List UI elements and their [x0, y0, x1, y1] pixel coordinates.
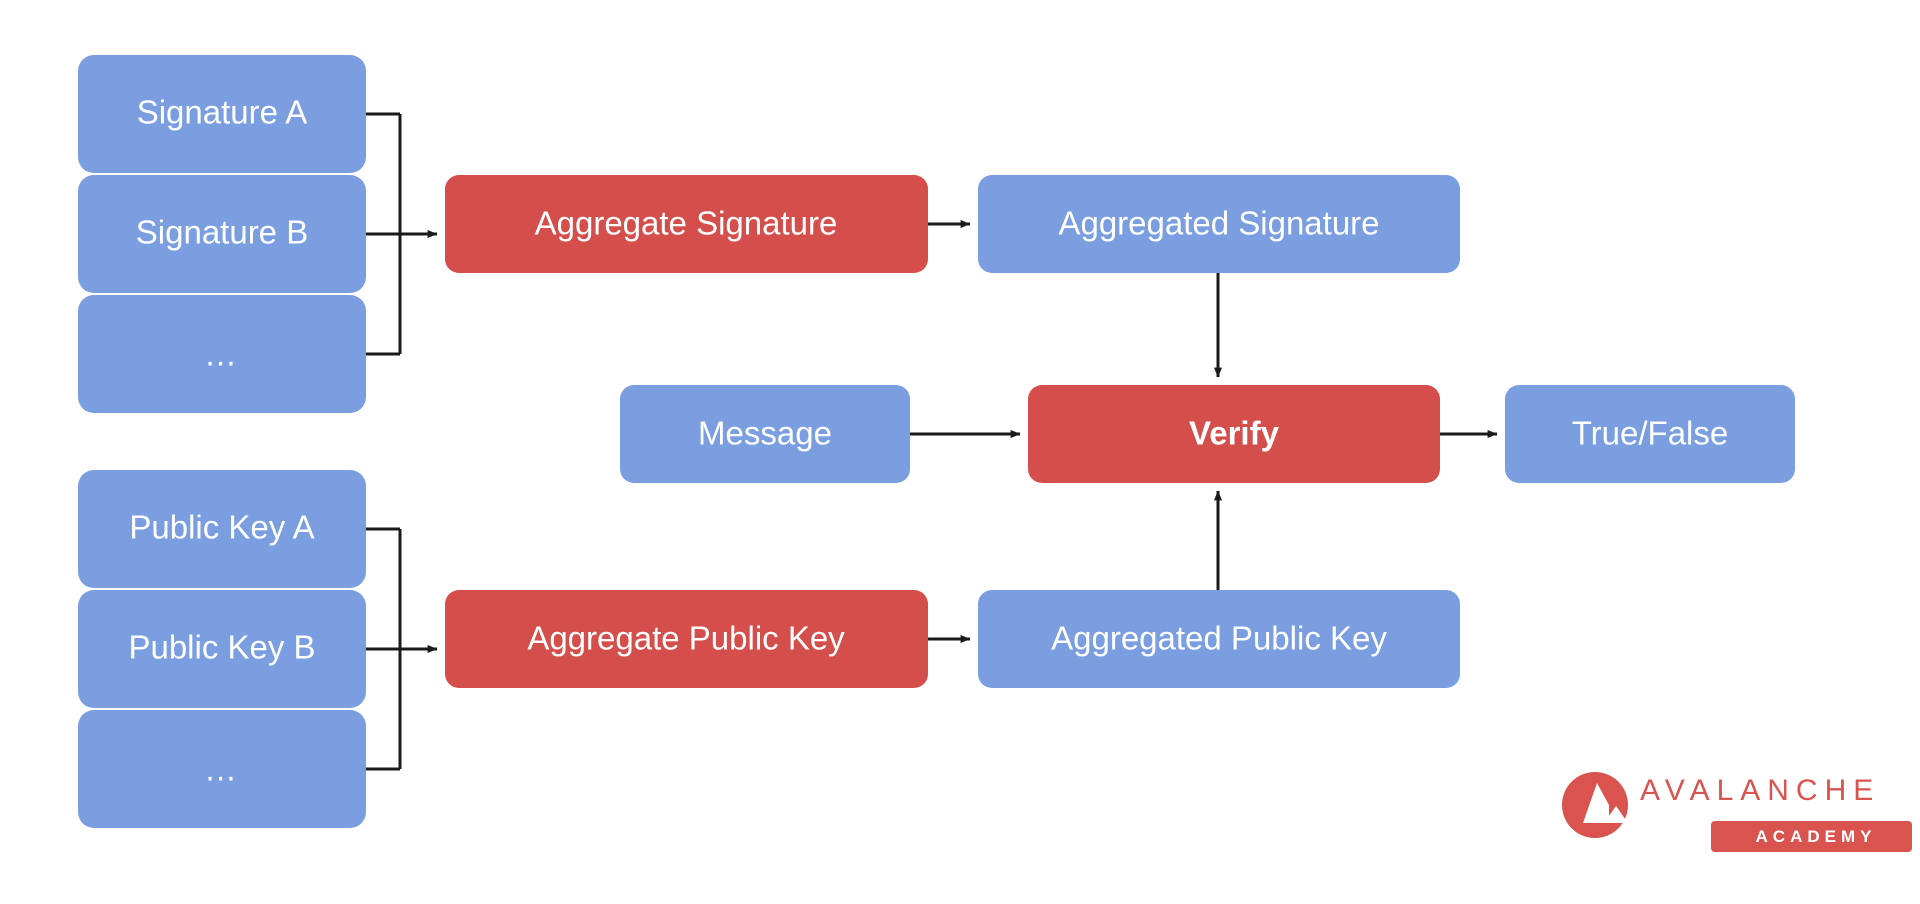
node-label-public-key-more: …: [204, 751, 240, 788]
logo-academy-text: ACADEMY: [1756, 827, 1877, 846]
node-label-public-key-a: Public Key A: [129, 509, 314, 546]
node-label-public-key-b: Public Key B: [128, 629, 315, 666]
node-label-signature-a: Signature A: [137, 94, 308, 131]
node-label-signature-b: Signature B: [136, 214, 308, 251]
node-aggregate-public-key[interactable]: Aggregate Public Key: [445, 590, 928, 688]
node-label-message: Message: [698, 415, 832, 452]
node-aggregated-public-key[interactable]: Aggregated Public Key: [978, 590, 1460, 688]
node-signature-a[interactable]: Signature A: [78, 55, 366, 173]
avalanche-academy-logo: AVALANCHE ACADEMY: [1562, 772, 1912, 852]
node-label-true-false: True/False: [1572, 415, 1729, 452]
node-label-verify: Verify: [1189, 415, 1280, 452]
node-signature-more[interactable]: …: [78, 295, 366, 413]
edge-public-key-bracket: [366, 527, 438, 771]
node-true-false[interactable]: True/False: [1505, 385, 1795, 483]
node-aggregated-signature[interactable]: Aggregated Signature: [978, 175, 1460, 273]
logo-academy-badge: ACADEMY: [1711, 821, 1912, 852]
node-message[interactable]: Message: [620, 385, 910, 483]
node-label-aggregate-signature: Aggregate Signature: [535, 205, 838, 242]
node-aggregate-signature[interactable]: Aggregate Signature: [445, 175, 928, 273]
node-public-key-a[interactable]: Public Key A: [78, 470, 366, 588]
node-label-aggregated-signature: Aggregated Signature: [1058, 205, 1379, 242]
node-label-signature-more: …: [204, 336, 240, 373]
logo-wordmark: AVALANCHE: [1640, 774, 1880, 807]
avalanche-mountain-icon: [1562, 772, 1628, 838]
node-label-aggregate-public-key: Aggregate Public Key: [527, 620, 845, 657]
node-public-key-b[interactable]: Public Key B: [78, 590, 366, 708]
edge-signature-bracket: [366, 112, 438, 356]
node-label-aggregated-public-key: Aggregated Public Key: [1051, 620, 1387, 657]
node-verify[interactable]: Verify: [1028, 385, 1440, 483]
node-signature-b[interactable]: Signature B: [78, 175, 366, 293]
node-public-key-more[interactable]: …: [78, 710, 366, 828]
